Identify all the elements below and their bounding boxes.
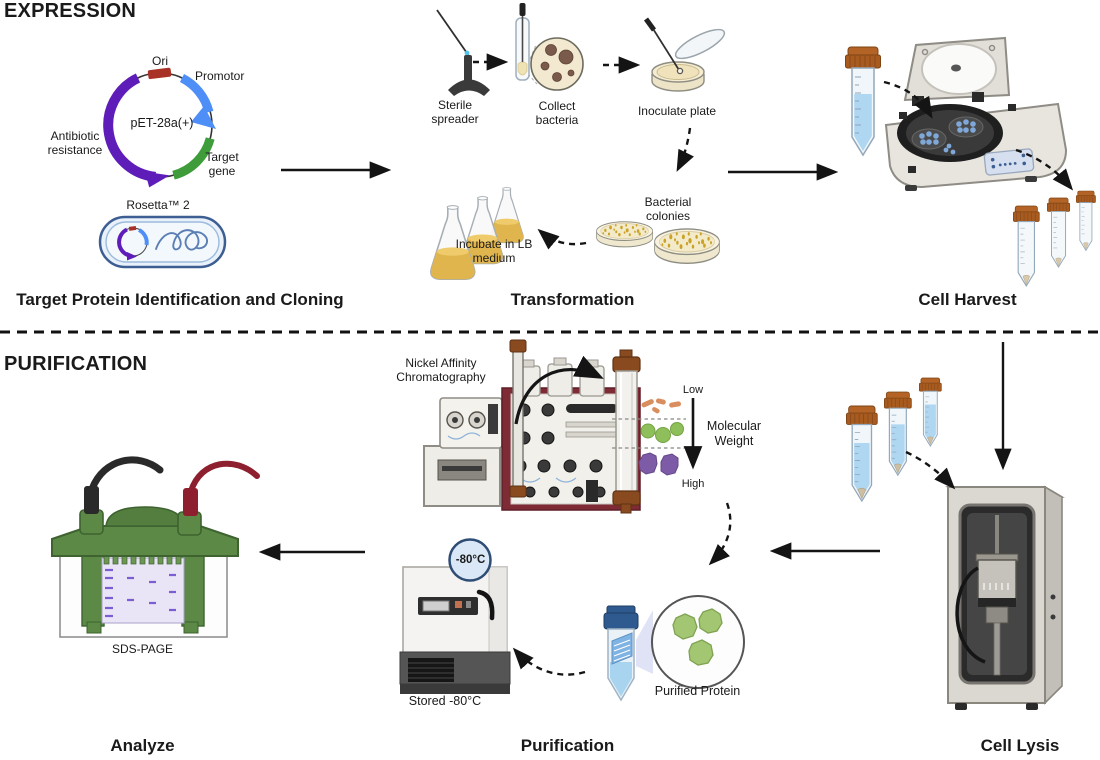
sonicator-icon xyxy=(945,485,1065,710)
rosetta-strain-label: Rosetta™ 2 xyxy=(126,198,190,212)
falcon-tube-sample-icon xyxy=(844,46,882,156)
promotor-label: Promotor xyxy=(195,69,245,83)
bacterial-colonies-label: Bacterial colonies xyxy=(644,195,692,224)
step-label-cloning: Target Protein Identification and Clonin… xyxy=(16,290,344,309)
step-label-transformation: Transformation xyxy=(510,290,635,309)
inoculate-plate-icon xyxy=(643,17,726,92)
sds-page-icon xyxy=(51,456,260,638)
dashed-arrow-tube-to-centrifuge xyxy=(883,80,933,119)
dashed-arrow-column-to-protein xyxy=(708,502,732,566)
dashed-arrow-protein-to-freezer xyxy=(512,647,586,676)
dashed-arrow-centrifuge-to-tubes xyxy=(1015,148,1074,191)
collect-bacteria-label: Collect bacteria xyxy=(535,99,579,128)
plasmid-icon xyxy=(103,67,216,188)
arrow-fplc-to-column xyxy=(514,355,604,425)
plasmid-name-label: pET-28a(+) xyxy=(130,116,194,130)
step-label-purification: Purification xyxy=(520,736,615,755)
mid-mw-proteins xyxy=(640,422,684,443)
antibiotic-resistance-label: Antibiotic resistance xyxy=(47,129,103,158)
sds-page-label: SDS-PAGE xyxy=(111,642,174,656)
step-label-cell-lysis: Cell Lysis xyxy=(980,736,1060,755)
bacterial-colonies-icon xyxy=(596,221,721,264)
mw-low-label: Low xyxy=(682,384,704,396)
dashed-arrow-plate-to-colonies xyxy=(676,127,694,172)
rosetta-bacterium-icon xyxy=(98,215,227,269)
molecular-weight-schematic xyxy=(612,398,703,476)
temperature-badge xyxy=(448,538,492,582)
gel-bands xyxy=(105,568,176,618)
sterile-spreader-icon xyxy=(436,9,490,96)
mw-high-label: High xyxy=(681,478,705,490)
dashed-arrow-colonies-to-flasks xyxy=(537,228,587,250)
dashed-arrow-tubes-to-sonicator xyxy=(905,450,956,490)
chromatography-column-icon xyxy=(612,349,641,514)
sterile-spreader-label: Sterile spreader xyxy=(431,98,479,127)
protein-zoom-circle xyxy=(651,595,745,689)
low-mw-peptides xyxy=(641,398,682,414)
collect-bacteria-icon xyxy=(515,3,584,91)
molecular-weight-label: Molecular Weight xyxy=(706,419,762,448)
freezer-icon xyxy=(399,538,511,694)
high-mw-proteins xyxy=(638,452,679,476)
ori-label: Ori xyxy=(152,54,168,68)
stored-temp-label: Stored -80°C xyxy=(408,694,482,708)
nickel-affinity-label: Nickel Affinity Chromatography xyxy=(396,356,486,385)
inoculate-plate-label: Inoculate plate xyxy=(637,104,717,118)
target-gene-label: Target gene xyxy=(205,150,239,179)
purified-protein-label: Purified Protein xyxy=(654,684,741,698)
step-label-analyze: Analyze xyxy=(110,736,175,755)
step-label-cell-harvest: Cell Harvest xyxy=(918,290,1017,309)
freezer-badge-label: -80°C xyxy=(455,554,486,566)
centrifuge-icon xyxy=(884,36,1068,191)
harvest-pellet-tubes-icon xyxy=(1012,190,1096,287)
incubate-lb-label: Incubate in LB medium xyxy=(455,237,533,266)
purification-phase-title: PURIFICATION xyxy=(4,353,148,375)
expression-phase-title: EXPRESSION xyxy=(4,0,137,22)
lb-flasks-icon xyxy=(429,186,524,281)
purified-protein-tube-icon xyxy=(603,605,653,702)
lysis-tubes-icon xyxy=(845,377,942,502)
